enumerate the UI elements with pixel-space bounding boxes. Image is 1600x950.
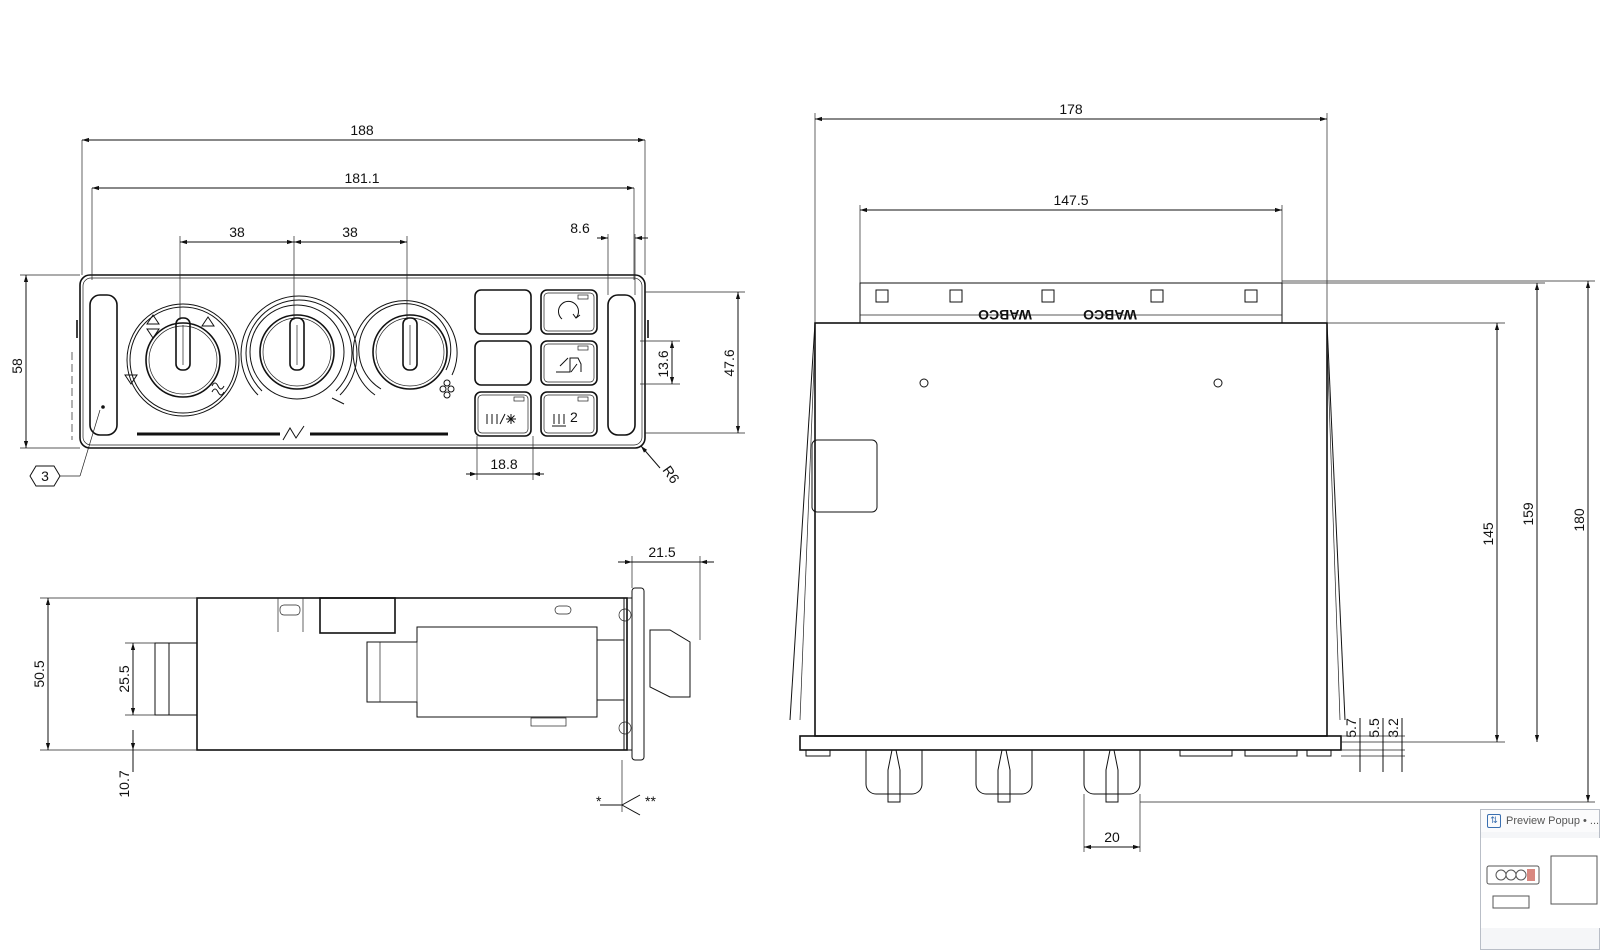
defrost-icon: [211, 382, 225, 396]
top-dimensions: 178 147.5 145 159 180 5.7 5.5 3.2 20: [814, 101, 1595, 852]
fan-speed-knob: [352, 300, 458, 399]
dim-mark-single: *: [596, 793, 602, 809]
dim-knob-width: 20: [1104, 829, 1120, 845]
recirculation-airflow-icon: [282, 425, 305, 441]
airflow-up-icon: [146, 314, 160, 339]
dim-overall-depth: 159: [1520, 502, 1536, 526]
preview-app-icon: ⇅: [1487, 814, 1501, 828]
front-dimensions: 188 181.1 38 38 8.6 58 47.6 13.6: [9, 122, 745, 487]
preview-popup-title: Preview Popup • ...: [1505, 815, 1599, 827]
side-view: [154, 587, 691, 761]
preview-popup-titlebar[interactable]: ⇅ Preview Popup • ...: [1481, 810, 1599, 832]
temperature-knob-left: [124, 303, 240, 417]
dim-connector-offset: 10.7: [116, 770, 132, 797]
knob-projection-1: [865, 749, 923, 803]
dim-total-depth: 180: [1571, 508, 1587, 532]
thumbnail-drawing: [1486, 855, 1598, 909]
dim-top-width: 178: [1059, 101, 1083, 117]
wabco-mark-left: WABCO: [978, 307, 1032, 323]
dim-flange-5-5: 5.5: [1366, 718, 1382, 738]
recirculation-icon: [558, 300, 581, 320]
dim-flange-3-2: 3.2: [1385, 718, 1401, 738]
front-panel-outline: [79, 274, 646, 449]
dim-overall-width: 188: [350, 122, 374, 138]
dim-flange-5-7: 5.7: [1343, 718, 1359, 738]
heat-level-label: 2: [570, 409, 578, 425]
dim-connector-height: 25.5: [116, 665, 132, 692]
dim-button-height: 13.6: [655, 350, 671, 377]
seat-heat-button: [540, 391, 598, 437]
knob-projection-3: [1083, 749, 1141, 803]
blank-button-2: [474, 340, 532, 386]
dim-overall-height: 58: [9, 358, 25, 374]
right-slot: [607, 294, 636, 436]
dim-slot-width: 8.6: [570, 220, 590, 236]
top-view: WABCO WABCO: [789, 282, 1346, 803]
recirculation-button: [540, 289, 598, 335]
dim-connector-width: 147.5: [1053, 192, 1088, 208]
truck-icon: [556, 357, 582, 373]
fan-icon: [439, 379, 455, 399]
dim-knob-depth: 21.5: [648, 544, 675, 560]
wabco-mark-right: WABCO: [1083, 307, 1137, 323]
preview-popup[interactable]: ⇅ Preview Popup • ...: [1480, 809, 1600, 950]
temperature-knob-center: [240, 295, 358, 405]
left-slot: [89, 294, 118, 436]
preview-thumbnail[interactable]: [1481, 838, 1600, 928]
front-view: 2: [71, 274, 649, 449]
dim-inner-width: 181.1: [344, 170, 379, 186]
auxiliary-heater-button: [540, 340, 598, 386]
dim-knob-spacing-1: 38: [229, 224, 245, 240]
side-dimensions: 21.5 50.5 25.5 10.7 * **: [31, 544, 714, 816]
heat-ac-button: [474, 391, 532, 437]
dim-button-width: 18.8: [490, 456, 517, 472]
dim-corner-radius: R6: [660, 463, 683, 487]
dim-body-depth: 145: [1480, 522, 1496, 546]
connector-clips: [875, 289, 1258, 303]
dim-knob-spacing-2: 38: [342, 224, 358, 240]
heat-snowflake-icon: [486, 413, 516, 425]
dim-panel-height: 47.6: [721, 349, 737, 376]
knob-projection-2: [975, 749, 1033, 803]
dim-mark-double: **: [645, 793, 656, 809]
heat-level-icon: [552, 414, 566, 427]
dim-body-height: 50.5: [31, 660, 47, 687]
callout-number: 3: [41, 468, 49, 484]
blank-button-1: [474, 289, 532, 335]
